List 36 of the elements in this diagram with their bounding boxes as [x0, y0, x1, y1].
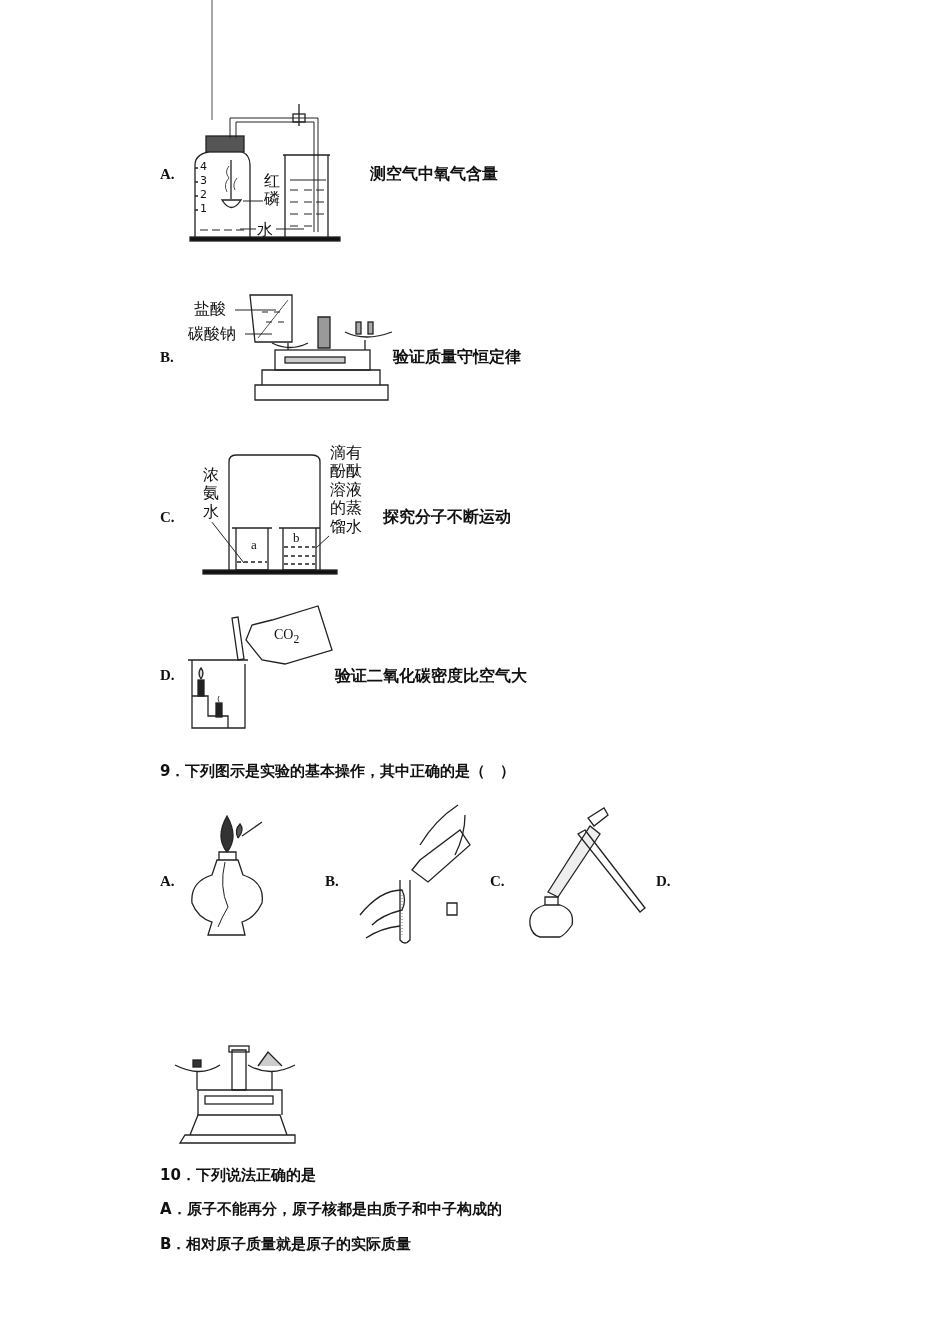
option-letter: C.	[490, 872, 505, 890]
callout-label: 碳酸钠	[188, 325, 244, 344]
leader-line	[275, 228, 305, 230]
option-letter: A.	[160, 872, 175, 890]
answer-option: B．相对原子质量就是原子的实际质量	[160, 1235, 412, 1253]
callout-label: 滴有酚酞溶液的蒸馏水	[330, 444, 366, 536]
experiment-caption: 验证二氧化碳密度比空气大	[335, 666, 527, 686]
leader-line	[239, 228, 257, 230]
option-letter: B.	[160, 348, 174, 366]
question-text: 9．下列图示是实验的基本操作，其中正确的是（ ）	[160, 762, 516, 780]
callout-label: 水	[257, 221, 275, 240]
option-letter: B.	[325, 872, 339, 890]
experiment-caption: 验证质量守恒定律	[393, 347, 521, 367]
answer-option: A．原子不能再分，原子核都是由质子和中子构成的	[160, 1200, 502, 1218]
leader-line	[315, 535, 330, 549]
leader-line	[211, 521, 245, 564]
beaker-label: b	[293, 530, 300, 546]
leader-line	[244, 333, 273, 335]
experiment-caption: 探究分子不断运动	[383, 507, 511, 527]
callout-label: 红磷	[264, 172, 282, 209]
scale-number: 4	[200, 160, 207, 174]
scale-number: 1	[200, 202, 207, 216]
option-letter: D.	[160, 666, 175, 684]
leader-line	[234, 309, 277, 311]
beaker-label: a	[251, 537, 257, 553]
experiment-caption: 测空气中氧气含量	[370, 164, 498, 184]
question-text: 10．下列说法正确的是	[160, 1166, 316, 1184]
option-letter: C.	[160, 508, 175, 526]
option-letter: A.	[160, 165, 175, 183]
leader-line	[242, 200, 264, 202]
scale-number: 3	[200, 174, 207, 188]
scale-number: 2	[200, 188, 207, 202]
option-letter: D.	[656, 872, 671, 890]
callout-label: 浓氨水	[203, 466, 221, 522]
callout-label: 盐酸	[194, 300, 234, 319]
gas-label: CO$_{2}$	[274, 627, 300, 647]
